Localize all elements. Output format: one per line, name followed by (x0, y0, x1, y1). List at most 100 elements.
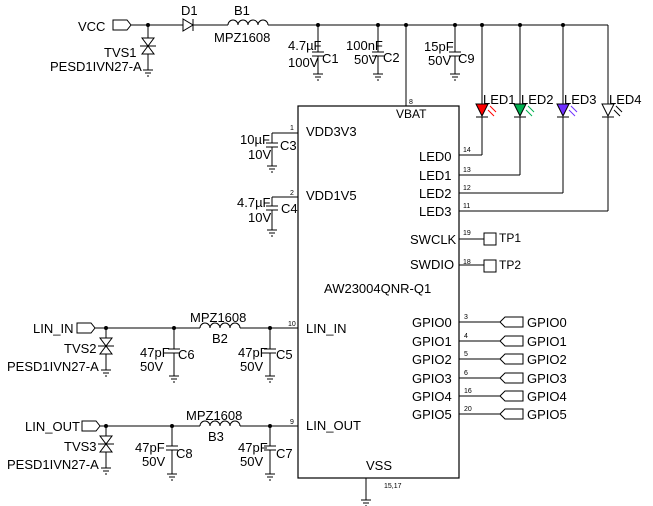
gpio3-port (499, 372, 524, 384)
pin-num-16: 16 (464, 388, 472, 395)
gpio4-net: GPIO4 (527, 389, 567, 404)
tvs2-value: PESD1IVN27-A (7, 359, 99, 374)
pin-num-1: 1 (290, 125, 294, 132)
tvs1-value: PESD1IVN27-A (50, 59, 142, 74)
pin-vdd3v3: VDD3V3 (306, 124, 357, 139)
gpio0-port (499, 316, 524, 328)
pin-num-13: 13 (463, 167, 471, 174)
c1-ref: C1 (322, 51, 339, 66)
ferrite-b2 (199, 322, 241, 329)
lin-out-port (81, 420, 101, 432)
lin-in-port-label: LIN_IN (33, 321, 73, 336)
b2-value: MPZ1608 (190, 310, 246, 325)
b3-ref: B3 (208, 429, 224, 444)
tvs1-ref: TVS1 (104, 45, 137, 60)
vss-pins: 15,17 (384, 483, 402, 490)
vss-label: VSS (366, 458, 392, 473)
ic-aw23004: VBAT AW23004QNR-Q1 VSS (297, 105, 460, 479)
vdd1v5-section: VDD1V5 2 4.7µF 10V C4 (237, 188, 357, 237)
gpio2-port (499, 353, 524, 365)
led-3-ref: LED3 (564, 92, 597, 107)
b3-value: MPZ1608 (186, 408, 242, 423)
b1-value: MPZ1608 (214, 30, 270, 45)
pin-lin-out: LIN_OUT (306, 418, 361, 433)
c9-volt: 50V (428, 53, 451, 68)
capacitor-c9: 15pF 50V C9 (424, 23, 475, 81)
ic-name: AW23004QNR-Q1 (324, 281, 431, 296)
lin-in-section: LIN_IN TVS2 PESD1IVN27-A 47pF 50V C6 MPZ… (7, 310, 346, 383)
c6-cap: 47pF (140, 345, 170, 360)
c8-ref: C8 (176, 446, 193, 461)
diode-d1: D1 (181, 3, 198, 32)
vcc-port: VCC (78, 19, 132, 34)
c4-cap: 4.7µF (237, 195, 271, 210)
c9-cap: 15pF (424, 39, 454, 54)
tp1-label: TP1 (499, 231, 521, 245)
d1-ref: D1 (181, 3, 198, 18)
tvs2-ref: TVS2 (64, 341, 97, 356)
c2-cap: 100nF (346, 38, 383, 53)
capacitor-c1: 4.7µF 100V C1 (288, 23, 339, 81)
c6-volt: 50V (140, 359, 163, 374)
pin-vdd1v5: VDD1V5 (306, 188, 357, 203)
pin-gpio4: GPIO4 (412, 389, 452, 404)
ferrite-b3 (199, 420, 241, 427)
ferrite-b1: B1 MPZ1608 (214, 3, 270, 45)
pin-num-18: 18 (463, 259, 471, 266)
pin-led1: LED1 (419, 168, 452, 183)
pin-num-12: 12 (463, 185, 471, 192)
c5-volt: 50V (240, 359, 263, 374)
c9-ref: C9 (458, 51, 475, 66)
lin-in-port (76, 322, 96, 334)
led-2: LED2 (513, 92, 554, 118)
vbat-pin: 8 (409, 99, 413, 106)
pin-num-5: 5 (464, 351, 468, 358)
vcc-label: VCC (78, 19, 105, 34)
pin-num-3: 3 (464, 314, 468, 321)
vbat-label: VBAT (396, 107, 427, 121)
pin-num-11: 11 (463, 203, 470, 210)
test-point-tp1 (483, 232, 497, 246)
tvs1: TVS1 PESD1IVN27-A (50, 25, 156, 77)
c5-ref: C5 (276, 347, 293, 362)
capacitor-c2: 100nF 50V C2 (346, 23, 400, 81)
b1-ref: B1 (234, 3, 250, 18)
pin-led2: LED2 (419, 186, 452, 201)
pin-gpio5: GPIO5 (412, 407, 452, 422)
c4-ref: C4 (281, 201, 298, 216)
pin-swclk: SWCLK (410, 232, 457, 247)
c8-cap: 47pF (135, 440, 165, 455)
gpio2-net: GPIO2 (527, 352, 567, 367)
c2-ref: C2 (383, 50, 400, 65)
pin-num-4: 4 (464, 333, 468, 340)
pin-gpio2: GPIO2 (412, 352, 452, 367)
pin-num-20: 20 (464, 406, 472, 413)
gpio1-port (499, 335, 524, 347)
tvs3-ref: TVS3 (64, 439, 97, 454)
gpio5-port (499, 408, 524, 420)
lin-out-port-label: LIN_OUT (25, 419, 80, 434)
c2-volt: 50V (354, 52, 377, 67)
tvs3-value: PESD1IVN27-A (7, 457, 99, 472)
pin-num-19: 19 (463, 230, 471, 237)
led-1-ref: LED1 (483, 92, 516, 107)
pin-swdio: SWDIO (410, 257, 454, 272)
pin-led0: LED0 (419, 149, 452, 164)
pin-num-14: 14 (463, 147, 471, 154)
b2-ref: B2 (212, 331, 228, 346)
c4-volt: 10V (248, 210, 271, 225)
pin-led3: LED3 (419, 204, 452, 219)
lin-out-section: LIN_OUT TVS3 PESD1IVN27-A 47pF 50V C8 MP… (7, 408, 361, 481)
vdd3v3-section: VDD3V3 1 10µF 10V C3 (240, 124, 357, 173)
c7-ref: C7 (276, 446, 293, 461)
gpio-2: GPIO2 5 GPIO2 (412, 351, 567, 367)
pin-gpio3: GPIO3 (412, 371, 452, 386)
c8-volt: 50V (142, 454, 165, 469)
led-2-ref: LED2 (521, 92, 554, 107)
